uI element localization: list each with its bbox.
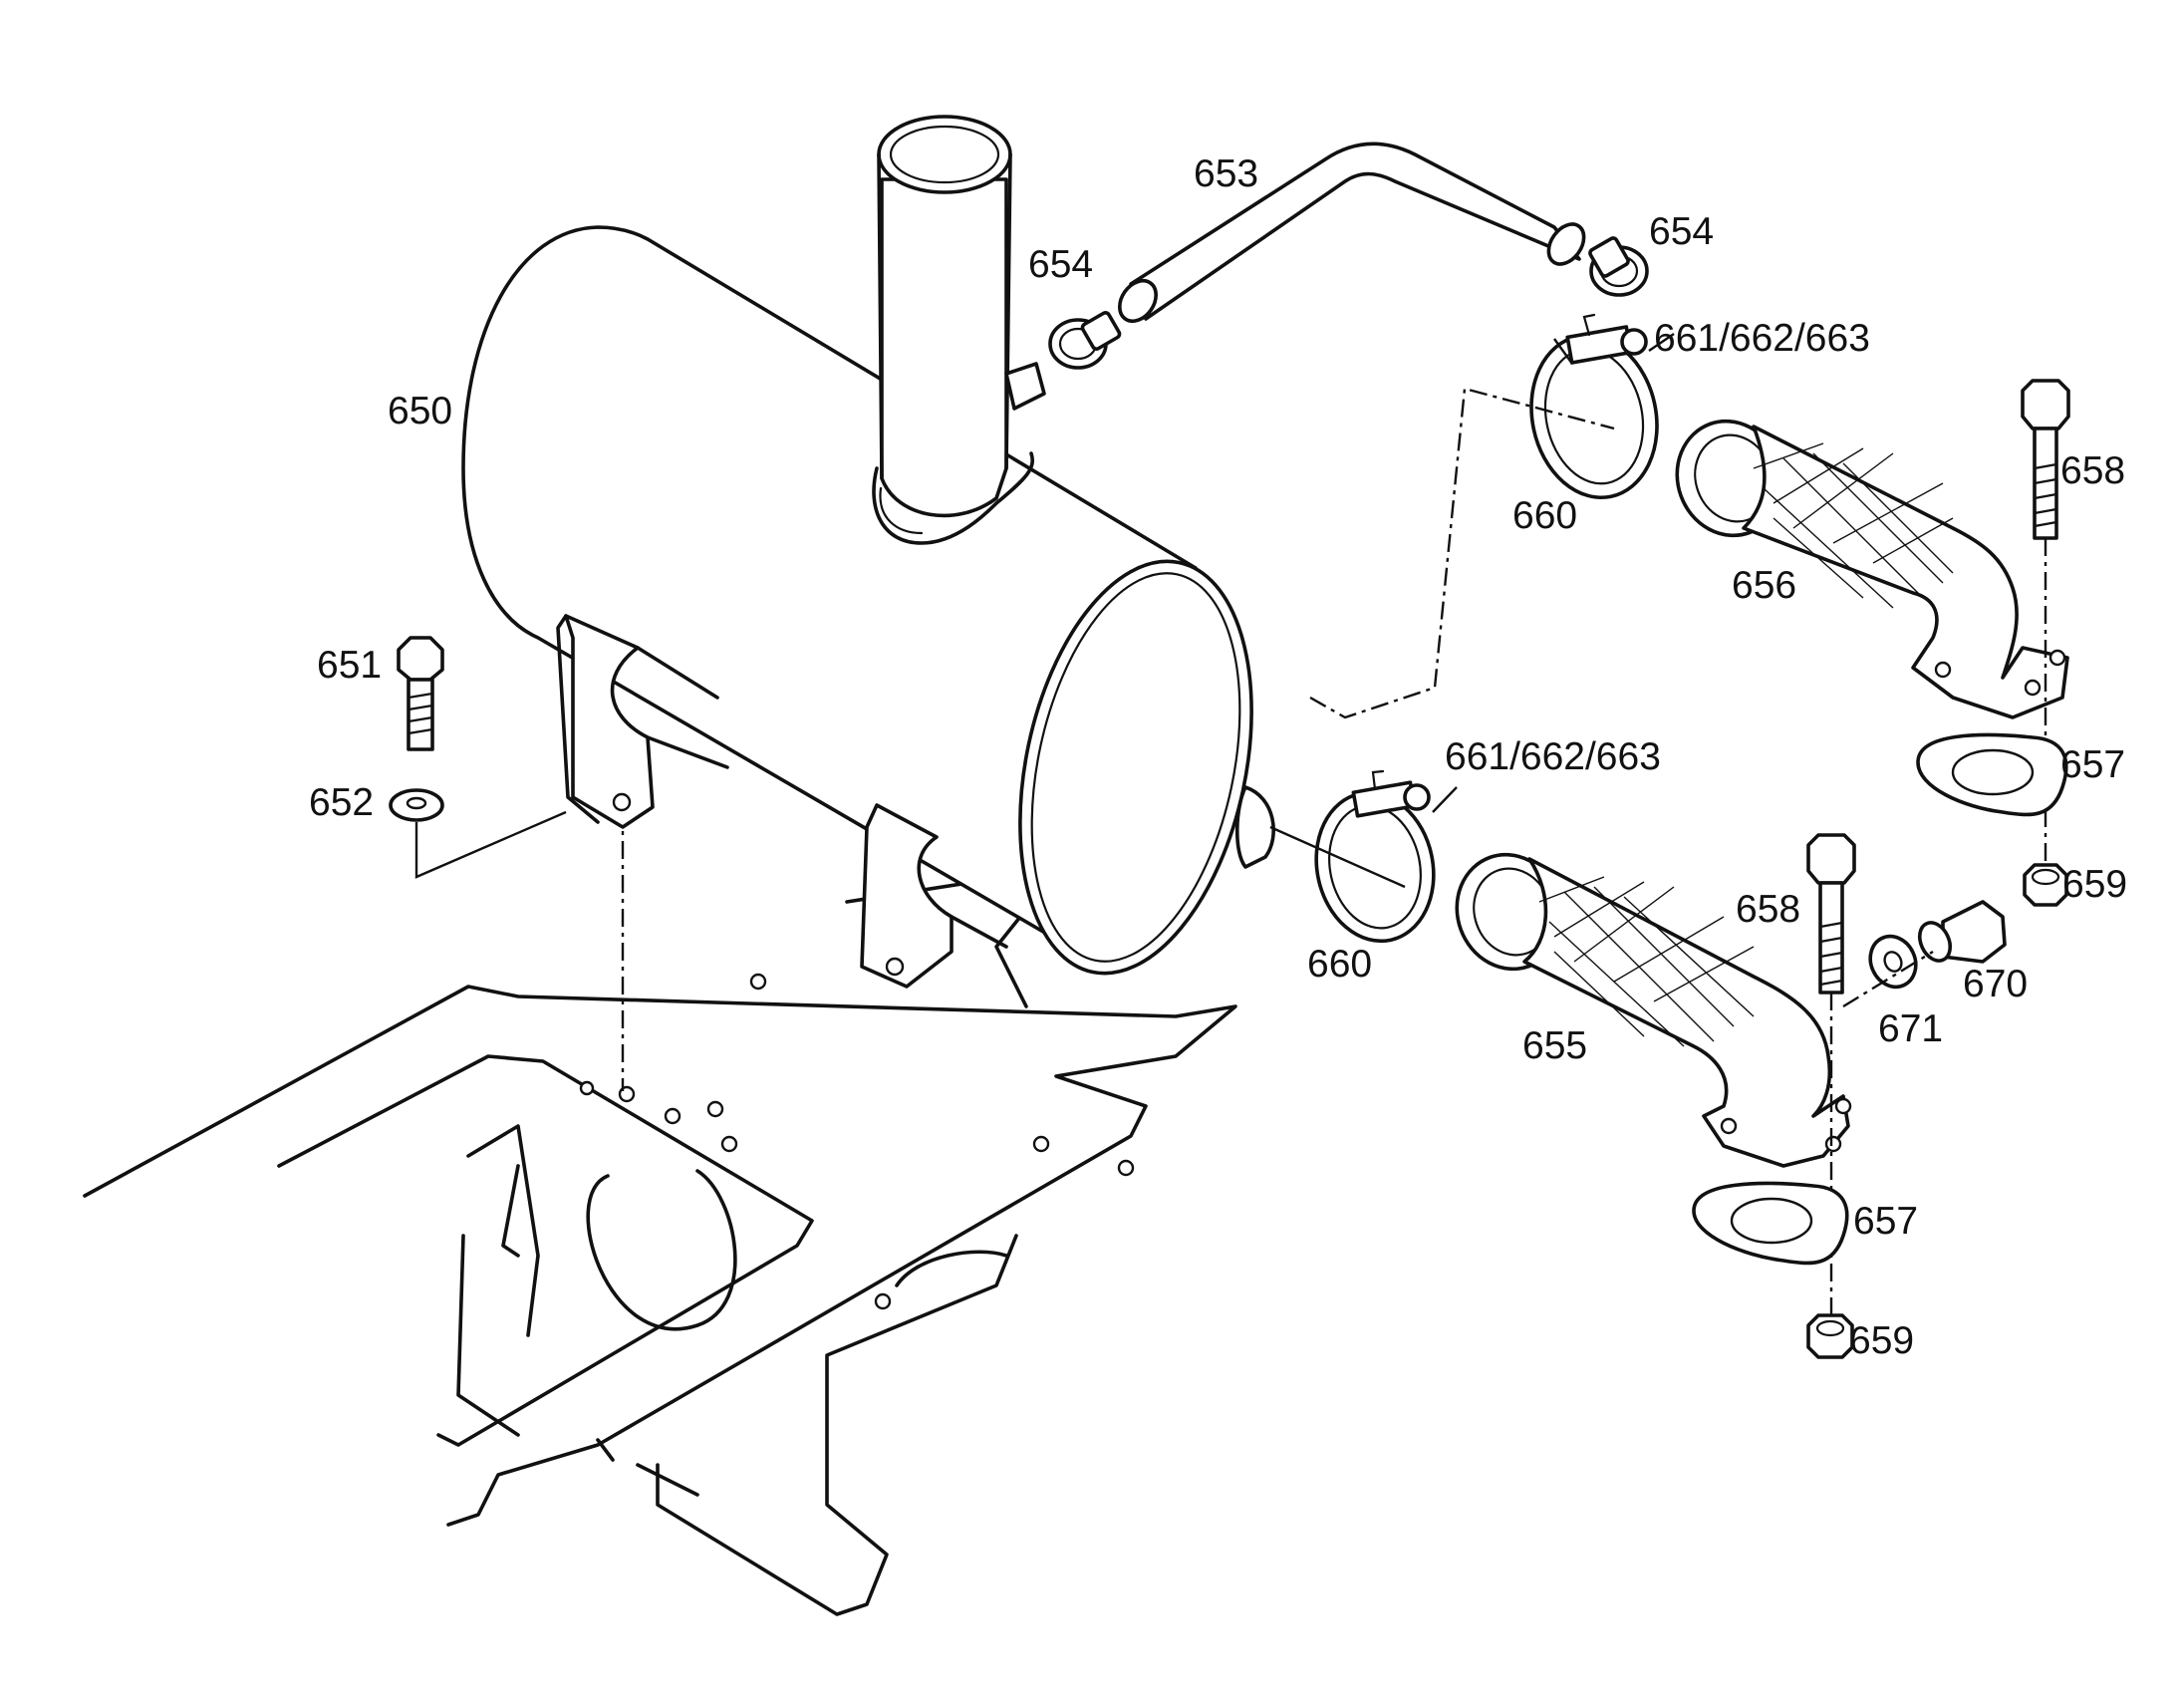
exhaust-pipe-655 — [1455, 852, 1852, 1168]
muffler-650 — [461, 115, 1275, 989]
gasket-657-upper — [1916, 732, 2068, 817]
label-653: 653 — [1194, 152, 1258, 195]
bolt-651 — [397, 636, 444, 751]
label-671: 671 — [1878, 1007, 1943, 1050]
label-658-lower: 658 — [1736, 888, 1800, 931]
plug-670 — [1917, 900, 2007, 964]
label-660-lower: 660 — [1307, 943, 1372, 986]
label-655: 655 — [1522, 1024, 1587, 1067]
label-652: 652 — [309, 781, 374, 824]
hose-clip-654-left — [1048, 311, 1122, 370]
axis-670 — [1842, 950, 1934, 1008]
leader-652 — [414, 810, 567, 879]
label-656: 656 — [1732, 564, 1796, 607]
chassis-frame — [83, 807, 1237, 1616]
label-657-lower: 657 — [1853, 1200, 1918, 1243]
label-661-lower: 661/662/663 — [1445, 735, 1661, 778]
clamp-661-lower — [1314, 769, 1436, 944]
label-659-lower: 659 — [1849, 1319, 1914, 1362]
label-657-upper: 657 — [2060, 743, 2125, 786]
label-661-upper: 661/662/663 — [1654, 317, 1870, 360]
label-659-upper: 659 — [2062, 863, 2127, 906]
label-654-left: 654 — [1028, 243, 1093, 286]
nut-659-lower — [1806, 1313, 1854, 1359]
part-labels: 650 651 652 653 654 654 661/662/663 660 … — [309, 152, 2127, 1362]
nut-659-upper — [2023, 863, 2068, 907]
hose-653 — [1118, 142, 1586, 324]
exhaust-pipe-656 — [1675, 419, 2069, 719]
centerline-lower — [1269, 825, 1406, 889]
label-670: 670 — [1963, 963, 2028, 1005]
label-660-upper: 660 — [1512, 494, 1577, 537]
label-654-right: 654 — [1649, 210, 1714, 253]
label-658-upper: 658 — [2060, 449, 2125, 492]
clamp-661-upper — [1529, 313, 1659, 500]
label-651: 651 — [317, 644, 382, 687]
washer-652 — [389, 788, 444, 822]
bolt-658-lower — [1806, 833, 1856, 995]
centerline-upper — [1309, 387, 1615, 719]
washer-671 — [1868, 934, 1918, 990]
leader-lines — [1432, 333, 1675, 813]
label-650: 650 — [388, 390, 452, 432]
gasket-657-lower — [1692, 1181, 1849, 1266]
hose-clip-654-right — [1588, 236, 1649, 297]
